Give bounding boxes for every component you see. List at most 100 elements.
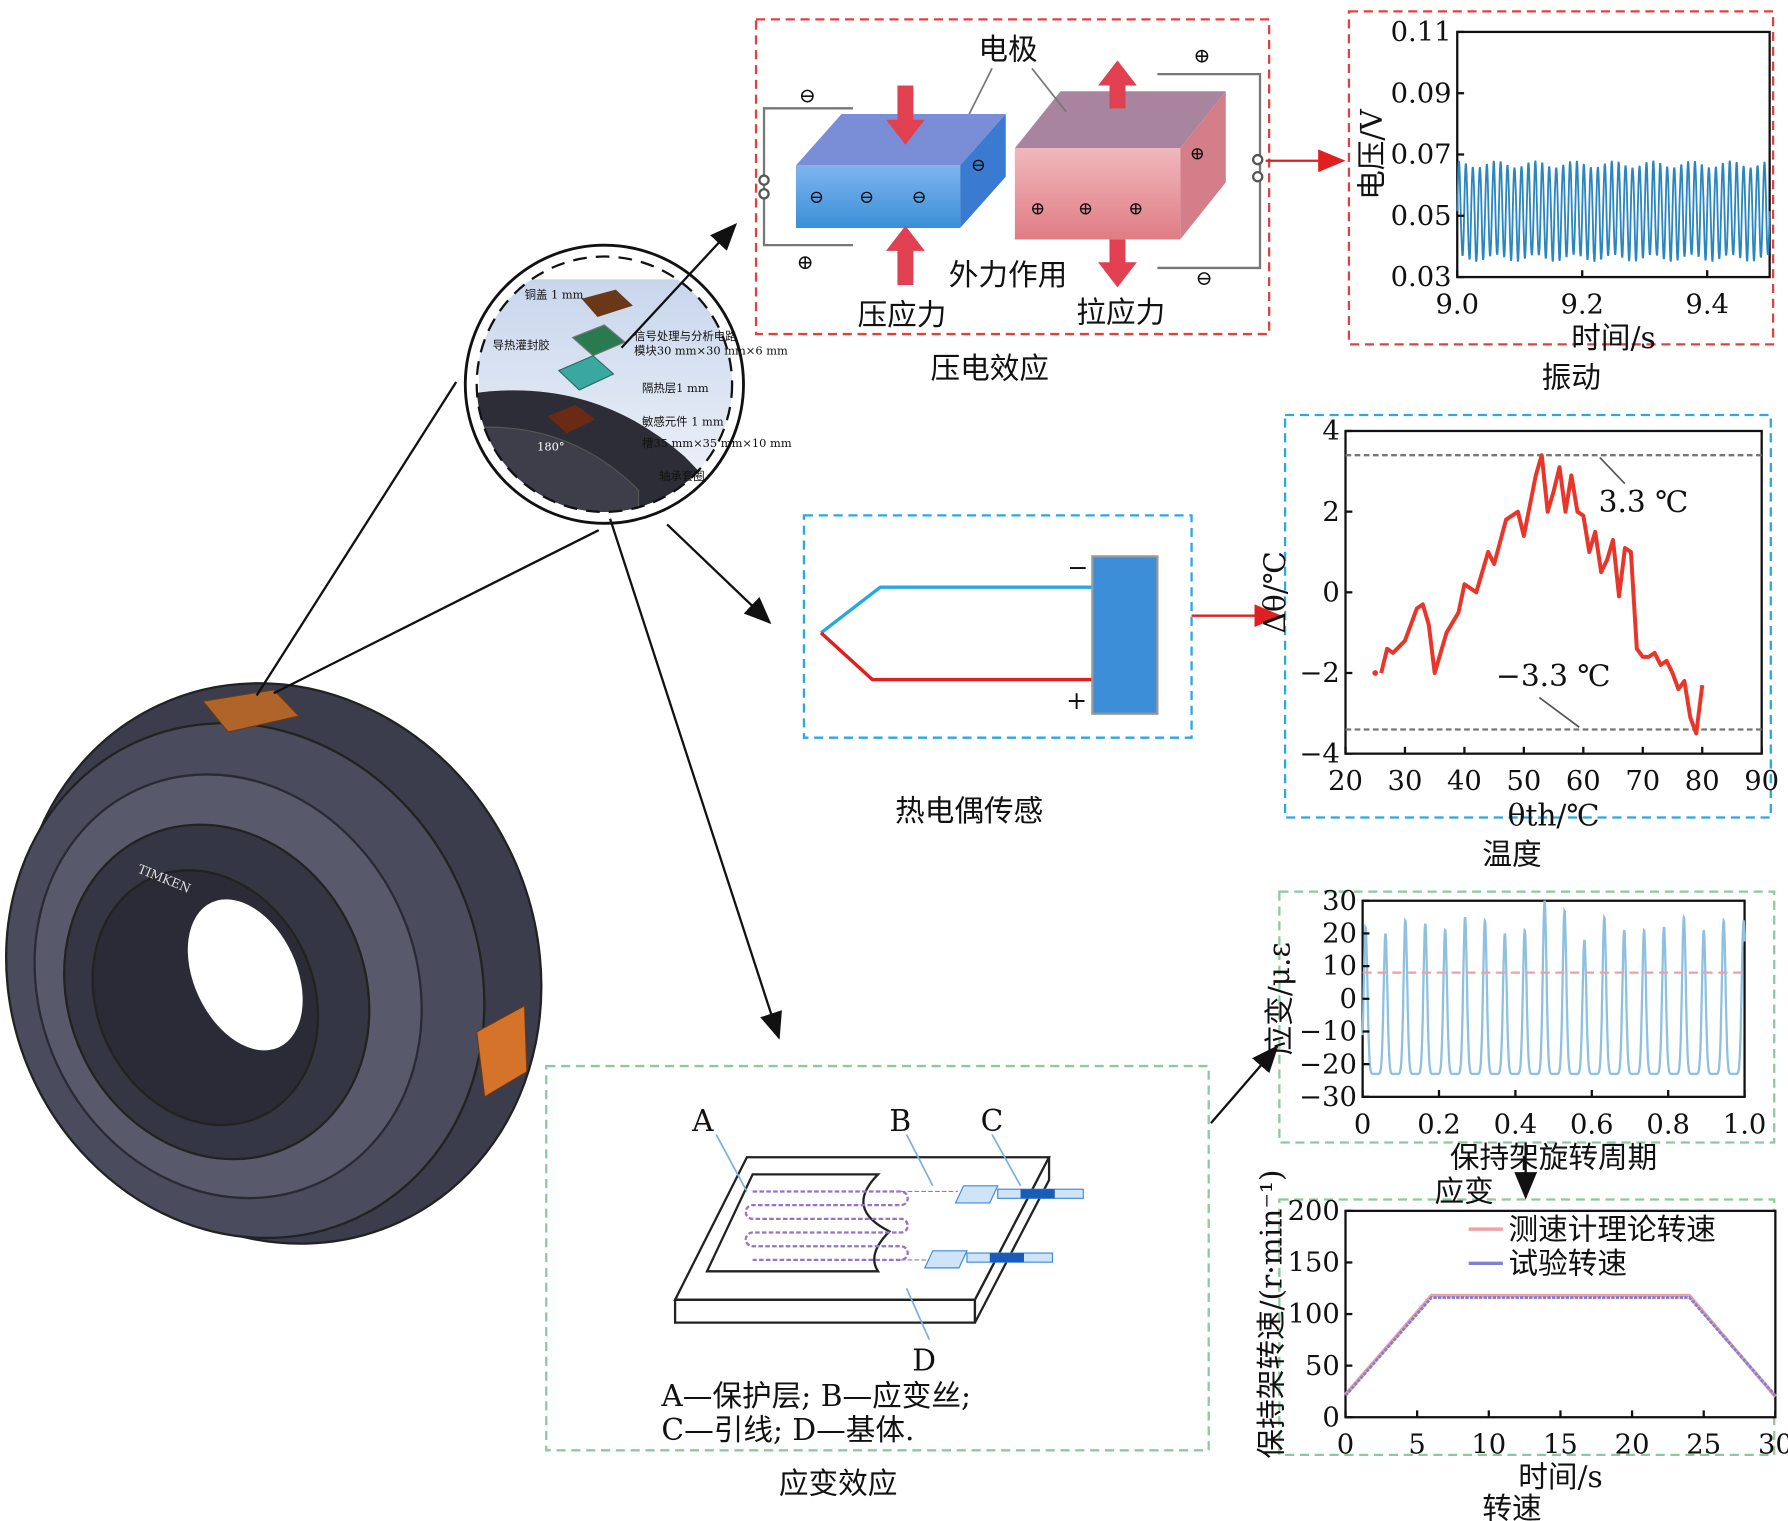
y-tick-label: 0.11: [1391, 17, 1452, 48]
y-tick-label: 20: [1322, 919, 1357, 950]
force-arrow-up: [886, 225, 925, 286]
x-tick-label: 0.2: [1417, 1109, 1461, 1140]
y-tick-label: −30: [1299, 1082, 1357, 1113]
leader-line: [255, 381, 458, 697]
x-tick-label: 9.2: [1560, 290, 1604, 321]
gauge-label-d: D: [912, 1342, 936, 1377]
threshold-leader: [1599, 456, 1626, 485]
threshold-leader: [1538, 696, 1580, 728]
polarity-plus-left: ⊕: [796, 250, 813, 274]
x-tick-label: 30: [1758, 1430, 1788, 1461]
bearing-illustration: TIMKEN: [5, 682, 543, 1245]
y-tick-label: 4: [1322, 416, 1339, 447]
charge-symbols: ⊖⊖⊖⊖ ⊕⊕⊕⊕: [809, 144, 1205, 220]
inset-label-module-size: 模块30 mm×30 mm×6 mm: [634, 344, 788, 358]
x-tick-label: 80: [1685, 766, 1720, 797]
inset-label-ring: 轴承套圈: [659, 469, 705, 483]
x-tick-label: 70: [1625, 766, 1660, 797]
legend-label: 测速计理论转速: [1509, 1211, 1716, 1246]
gauge-label-b: B: [889, 1103, 911, 1138]
x-tick-label: 90: [1744, 766, 1779, 797]
plot-marks: [1361, 900, 1746, 1076]
series-test-speed: [1344, 1296, 1777, 1397]
inset-label-sensing-element: 敏感元件 1 mm: [642, 414, 724, 428]
x-tick-label: 0: [1337, 1430, 1354, 1461]
strain-caption: 应变效应: [779, 1466, 898, 1501]
y-tick-label: 10: [1322, 951, 1357, 982]
gauge-legend-line2: C—引线; D—基体.: [661, 1412, 914, 1447]
x-tick-label: 15: [1543, 1430, 1578, 1461]
gauge-legend-line1: A—保护层; B—应变丝;: [660, 1378, 971, 1413]
sensor-inset: 铜盖 1 mm 导热灌封胶 信号处理与分析电路 模块30 mm×30 mm×6 …: [463, 243, 792, 525]
chart-title: 应变: [1434, 1174, 1493, 1209]
arrow-to-strain-chart: [1210, 1044, 1279, 1124]
y-tick-label: 0.03: [1391, 262, 1452, 293]
y-tick-label: 0.05: [1391, 201, 1452, 232]
y-tick-label: 0.09: [1391, 78, 1452, 109]
svg-text:⊖: ⊖: [971, 155, 986, 176]
x-tick-label: 0.8: [1646, 1109, 1690, 1140]
x-axis-label: θth/℃: [1508, 797, 1600, 832]
strain-gauge-panel: A B C D A—保护层; B—应变丝; C—引线; D—基体. 应变效应: [545, 1064, 1210, 1501]
y-tick-label: 0.07: [1391, 140, 1452, 171]
x-axis-label: 保持架旋转周期: [1450, 1140, 1657, 1175]
series-strain: [1361, 900, 1746, 1076]
series-delta-theta: [1379, 453, 1705, 736]
data-point: [1372, 670, 1379, 676]
plot-marks: 3.3 ℃−3.3 ℃: [1345, 453, 1762, 736]
y-tick-label: −10: [1299, 1017, 1357, 1048]
leader-line: [273, 529, 600, 695]
x-tick-label: 0.4: [1494, 1109, 1538, 1140]
plot-marks: [1344, 1293, 1777, 1398]
x-tick-label: 1.0: [1723, 1109, 1767, 1140]
inset-label-circuit: 信号处理与分析电路: [634, 329, 737, 343]
x-tick-label: 20: [1328, 766, 1363, 797]
y-tick-label: −2: [1299, 658, 1339, 689]
y-tick-label: −4: [1299, 739, 1339, 770]
y-axis-label: 应变/μ.ε: [1262, 942, 1297, 1055]
speed-chart: 051015202530050100150200时间/s保持架转速/(r·min…: [1254, 1170, 1788, 1521]
x-axis-label: 时间/s: [1518, 1459, 1602, 1494]
chart-title: 温度: [1482, 836, 1541, 871]
force-arrow-down: [886, 85, 925, 145]
x-tick-label: 40: [1447, 766, 1482, 797]
y-tick-label: 150: [1288, 1248, 1340, 1279]
x-tick-label: 9.4: [1685, 290, 1729, 321]
chart-title: 转速: [1482, 1491, 1541, 1521]
arrow-to-thermo: [666, 523, 772, 625]
arrow-to-piezo: [620, 222, 738, 349]
thermocouple-panel: − + 热电偶传感: [802, 514, 1193, 828]
svg-text:⊖: ⊖: [809, 187, 824, 208]
sensor-pad-top: [201, 689, 300, 733]
gauge-label-c: C: [981, 1103, 1004, 1138]
y-tick-label: −20: [1299, 1049, 1357, 1080]
temperature-frame: [1283, 413, 1772, 819]
external-force-label: 外力作用: [949, 257, 1067, 292]
svg-text:⊕: ⊕: [1190, 144, 1205, 165]
thermo-minus: −: [1067, 553, 1088, 582]
svg-text:⊕: ⊕: [1078, 198, 1093, 219]
x-tick-label: 0: [1354, 1109, 1371, 1140]
polarity-minus-left: ⊖: [799, 84, 816, 108]
y-tick-label: 0: [1322, 1402, 1339, 1433]
chart-title: 振动: [1542, 360, 1601, 395]
x-tick-label: 0.6: [1570, 1109, 1614, 1140]
svg-text:⊖: ⊖: [859, 187, 874, 208]
y-axis-label: Δθ/℃: [1257, 551, 1292, 633]
inset-label-slot: 槽35 mm×35 mm×10 mm: [642, 436, 792, 450]
x-tick-label: 20: [1615, 1430, 1650, 1461]
tensile-stress-label: 拉应力: [1076, 295, 1165, 330]
y-tick-label: 50: [1305, 1351, 1340, 1382]
x-tick-label: 25: [1686, 1430, 1721, 1461]
plot-marks: [1456, 160, 1771, 262]
inset-label-potting: 导热灌封胶: [493, 338, 550, 352]
sensor-pad-side: [476, 1004, 528, 1098]
x-axis-label: 时间/s: [1571, 320, 1655, 355]
compressive-stress-label: 压应力: [858, 297, 947, 332]
y-tick-label: 0: [1322, 577, 1339, 608]
thermo-plus: +: [1066, 686, 1087, 715]
y-tick-label: 2: [1322, 497, 1339, 528]
polarity-plus-right: ⊕: [1193, 44, 1210, 68]
